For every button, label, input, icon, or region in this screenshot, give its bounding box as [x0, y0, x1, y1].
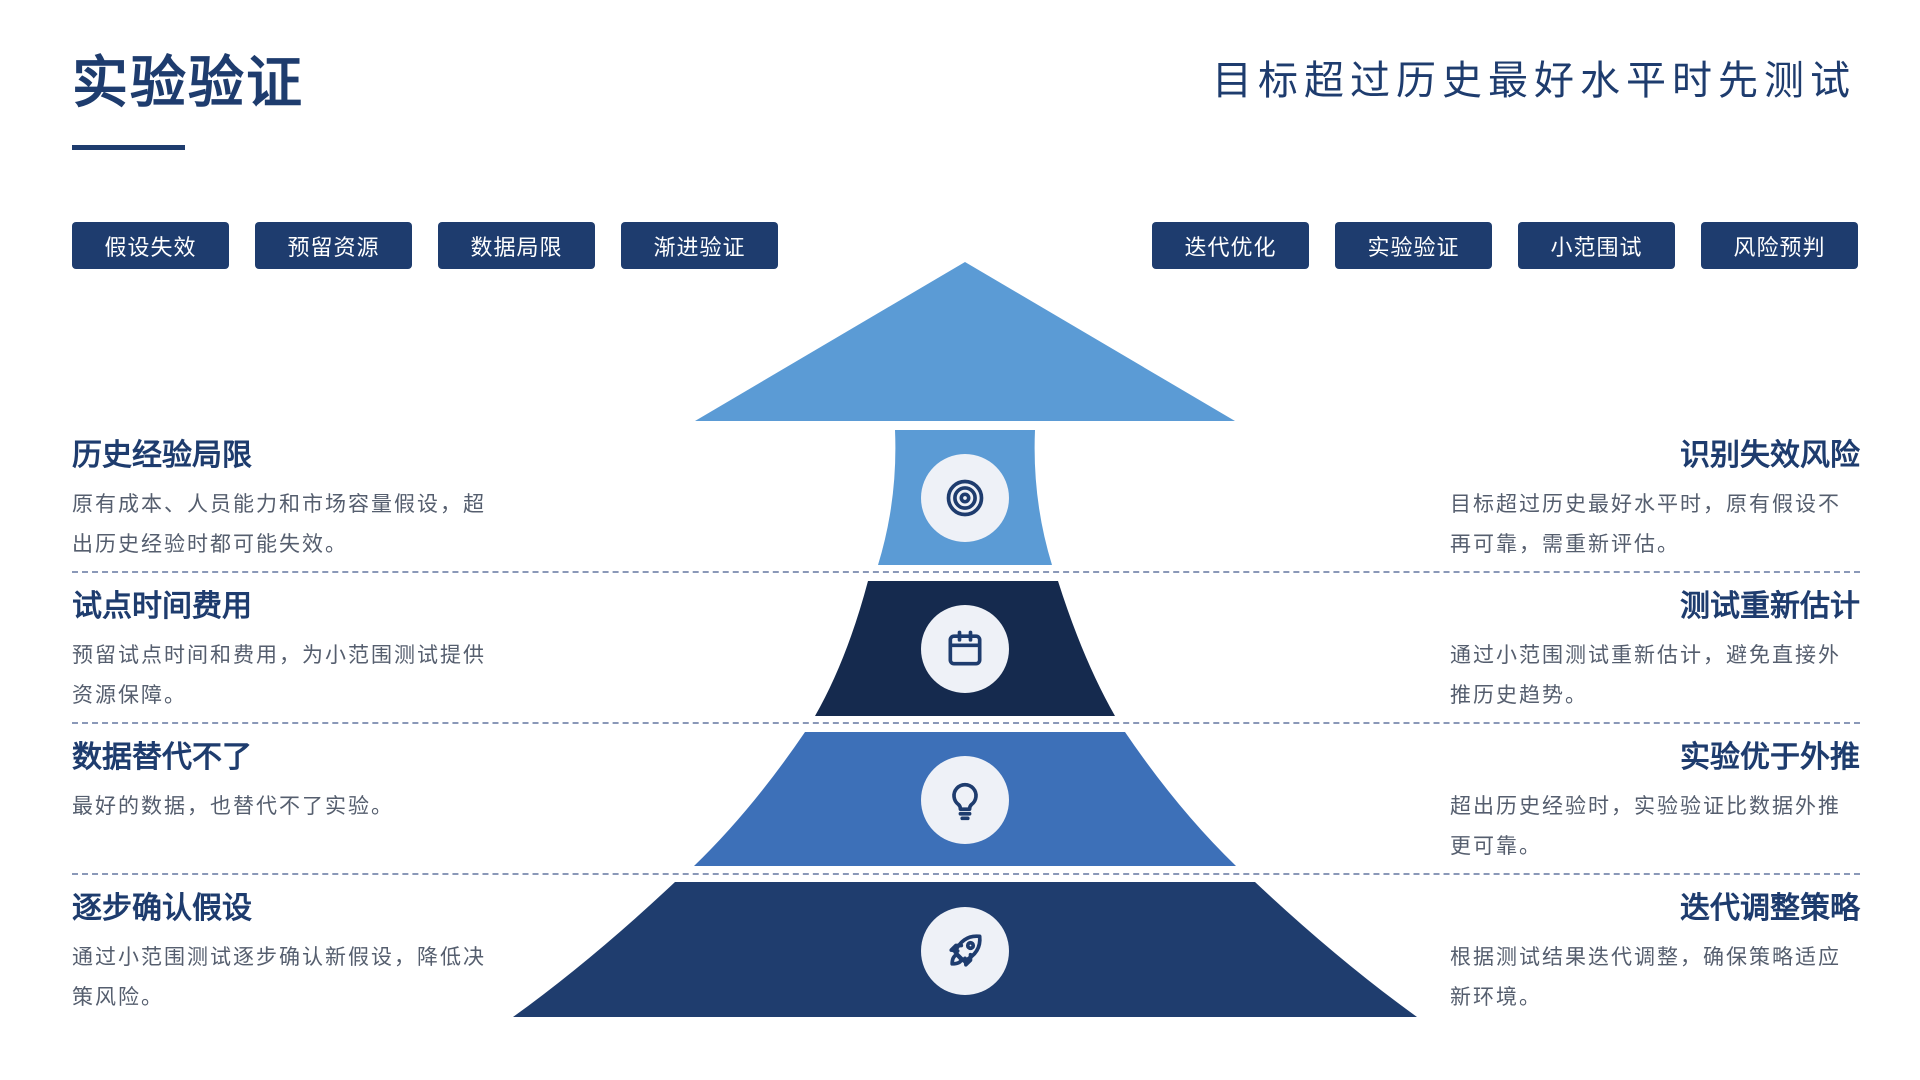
left-item-desc: 预留试点时间和费用，为小范围测试提供资源保障。 [72, 643, 486, 707]
lightbulb-icon [952, 782, 978, 821]
rocket-icon-badge [921, 907, 1009, 995]
left-item-title: 数据替代不了 [72, 740, 252, 775]
left-item-desc: 最好的数据，也替代不了实验。 [72, 794, 394, 818]
left-item-title: 逐步确认假设 [72, 891, 252, 926]
right-item-title: 测试重新估计 [1680, 589, 1860, 624]
left-item-desc: 原有成本、人员能力和市场容量假设，超出历史经验时都可能失效。 [72, 492, 486, 556]
left-item-3: 数据替代不了 最好的数据，也替代不了实验。 [72, 732, 492, 826]
left-item-title: 试点时间费用 [72, 589, 252, 624]
left-item-title: 历史经验局限 [72, 438, 252, 473]
tag-right-1: 迭代优化 [1152, 222, 1309, 269]
divider-2 [72, 722, 1860, 724]
right-item-title: 迭代调整策略 [1680, 891, 1860, 926]
page-title: 实验验证 [72, 51, 304, 116]
rocket-icon [949, 934, 982, 967]
divider-1 [72, 571, 1860, 573]
right-item-4: 迭代调整策略 根据测试结果迭代调整，确保策略适应新环境。 [1440, 883, 1860, 1017]
calendar-icon [948, 630, 982, 666]
right-item-3: 实验优于外推 超出历史经验时，实验验证比数据外推更可靠。 [1440, 732, 1860, 866]
tag-right-2: 实验验证 [1335, 222, 1492, 269]
tag-left-1: 假设失效 [72, 222, 229, 269]
left-item-4: 逐步确认假设 通过小范围测试逐步确认新假设，降低决策风险。 [72, 883, 492, 1017]
tag-right-3: 小范围试 [1518, 222, 1675, 269]
tag-left-2: 预留资源 [255, 222, 412, 269]
target-icon [946, 479, 984, 517]
right-item-desc: 目标超过历史最好水平时，原有假设不再可靠，需重新评估。 [1450, 492, 1841, 556]
tag-right-4: 风险预判 [1701, 222, 1858, 269]
page-subtitle: 目标超过历史最好水平时先测试 [1212, 58, 1856, 104]
tag-left-4: 渐进验证 [621, 222, 778, 269]
tag-left-3: 数据局限 [438, 222, 595, 269]
divider-3 [72, 873, 1860, 875]
lightbulb-icon-badge [921, 756, 1009, 844]
pyramid-top-arrow [695, 262, 1235, 421]
right-item-1: 识别失效风险 目标超过历史最好水平时，原有假设不再可靠，需重新评估。 [1440, 430, 1860, 564]
left-item-desc: 通过小范围测试逐步确认新假设，降低决策风险。 [72, 945, 486, 1009]
right-item-desc: 超出历史经验时，实验验证比数据外推更可靠。 [1450, 794, 1841, 858]
title-underline [72, 145, 185, 150]
right-item-desc: 根据测试结果迭代调整，确保策略适应新环境。 [1450, 945, 1841, 1009]
left-item-2: 试点时间费用 预留试点时间和费用，为小范围测试提供资源保障。 [72, 581, 492, 715]
right-item-title: 识别失效风险 [1680, 438, 1860, 473]
calendar-icon-badge [921, 605, 1009, 693]
right-item-title: 实验优于外推 [1680, 740, 1860, 775]
right-item-desc: 通过小范围测试重新估计，避免直接外推历史趋势。 [1450, 643, 1841, 707]
target-icon-badge [921, 454, 1009, 542]
right-item-2: 测试重新估计 通过小范围测试重新估计，避免直接外推历史趋势。 [1440, 581, 1860, 715]
left-item-1: 历史经验局限 原有成本、人员能力和市场容量假设，超出历史经验时都可能失效。 [72, 430, 492, 564]
